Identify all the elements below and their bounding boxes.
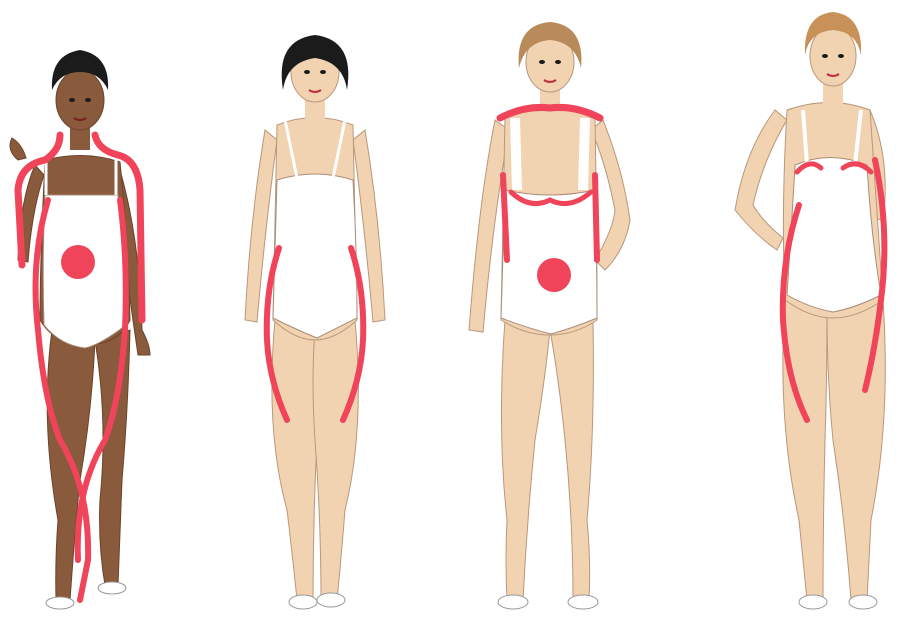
figure-hourglass-shape (715, 0, 902, 620)
figure-pear-shape (225, 0, 405, 620)
figure-rectangle-shape (455, 0, 655, 620)
figure-apple-shape (0, 0, 190, 620)
